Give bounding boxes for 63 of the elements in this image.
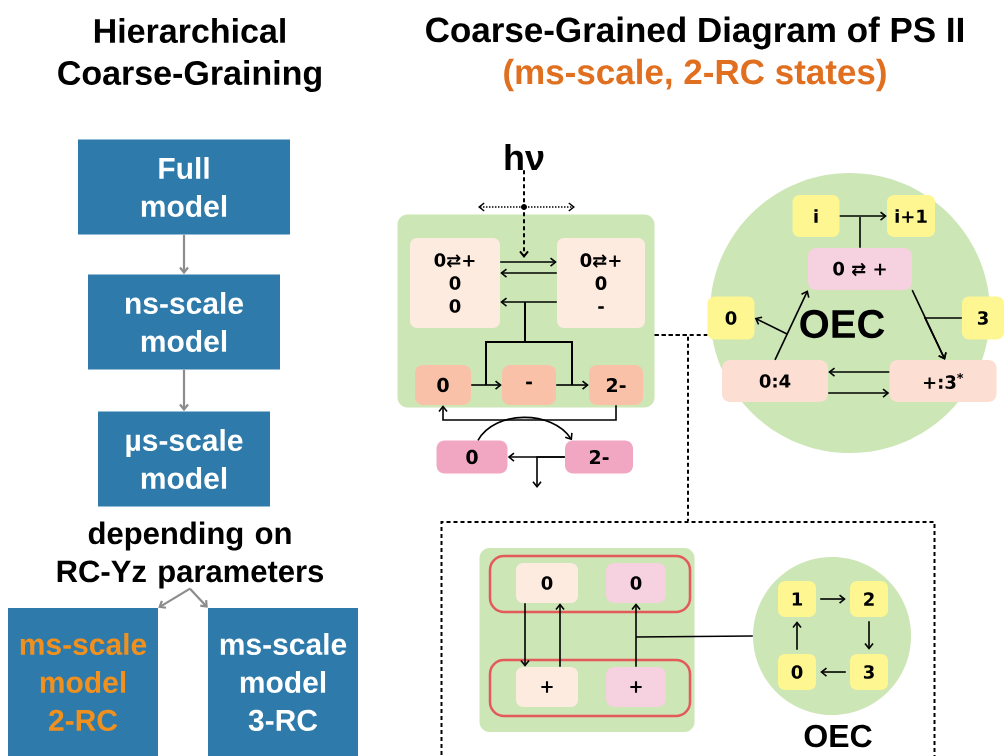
arrow: [189, 587, 208, 608]
arrow: [520, 602, 530, 667]
model-box: ms-scale model 2-RC: [8, 608, 158, 756]
arrow: [754, 316, 788, 335]
arrow: [819, 594, 846, 604]
arrow: [555, 380, 589, 390]
arrow: [179, 369, 189, 412]
note-text: depending on RC-Yz parameters: [57, 521, 324, 589]
state-box: +: [516, 667, 578, 707]
dashed-frame: [440, 521, 936, 756]
state-box: +: [606, 667, 666, 707]
state-box: 0 ⇄ +: [808, 248, 912, 290]
circle-label: OEC: [804, 724, 872, 748]
light-label: hν: [505, 143, 544, 171]
arrow: [774, 290, 810, 361]
state-box: 0: [436, 440, 508, 474]
model-box: ns-scale model: [88, 274, 280, 370]
state-box: i+1: [887, 195, 935, 237]
diagram-subtitle: (ms-scale, 2-RC states): [504, 58, 886, 92]
state-box: 0⇄+ 0 -: [557, 238, 645, 328]
connector-line: [653, 334, 689, 522]
state-box: 2-: [589, 365, 643, 405]
state-box: 1: [778, 581, 816, 617]
arrow: [827, 388, 890, 398]
arrow: [438, 404, 617, 421]
circle-label: OEC: [800, 309, 885, 339]
connector-line: [635, 635, 754, 638]
arrow: [864, 620, 874, 650]
arrow: [532, 456, 566, 488]
state-box: 0: [606, 563, 666, 603]
arrow: [179, 234, 189, 275]
diagram-title: Coarse-Grained Diagram of PS II: [426, 16, 963, 50]
arrow: [923, 317, 963, 360]
arrow: [477, 416, 573, 442]
arrow: [792, 621, 802, 651]
state-box: i: [792, 195, 840, 237]
model-box: ms-scale model 3-RC: [208, 608, 358, 756]
state-box: -: [502, 365, 556, 405]
arrow: [519, 169, 529, 258]
state-box: 2-: [565, 440, 633, 474]
arrow: [499, 257, 557, 267]
model-box: µs-scale model: [98, 411, 270, 507]
group-outline: [488, 554, 692, 614]
arrow: [555, 603, 565, 668]
column-heading: Hierarchical Coarse-Graining: [58, 18, 321, 92]
arrow: [158, 587, 191, 609]
state-box: 0: [415, 365, 471, 405]
state-box: 0: [516, 563, 578, 603]
arrow: [500, 297, 558, 307]
connector-line: [859, 216, 861, 249]
arrow: [828, 367, 891, 377]
state-box: 3: [850, 654, 888, 690]
model-box: Full model: [78, 139, 290, 235]
arrow: [838, 211, 887, 221]
state-box: 3: [962, 296, 1004, 340]
state-box: 2: [850, 581, 888, 617]
state-box: 0: [778, 654, 816, 690]
arrow: [820, 667, 847, 677]
arrow: [470, 380, 502, 390]
group-outline: [488, 658, 692, 718]
arrow: [500, 268, 558, 278]
arrow: [631, 603, 641, 668]
state-box: 0⇄+ 0 0: [410, 238, 500, 328]
